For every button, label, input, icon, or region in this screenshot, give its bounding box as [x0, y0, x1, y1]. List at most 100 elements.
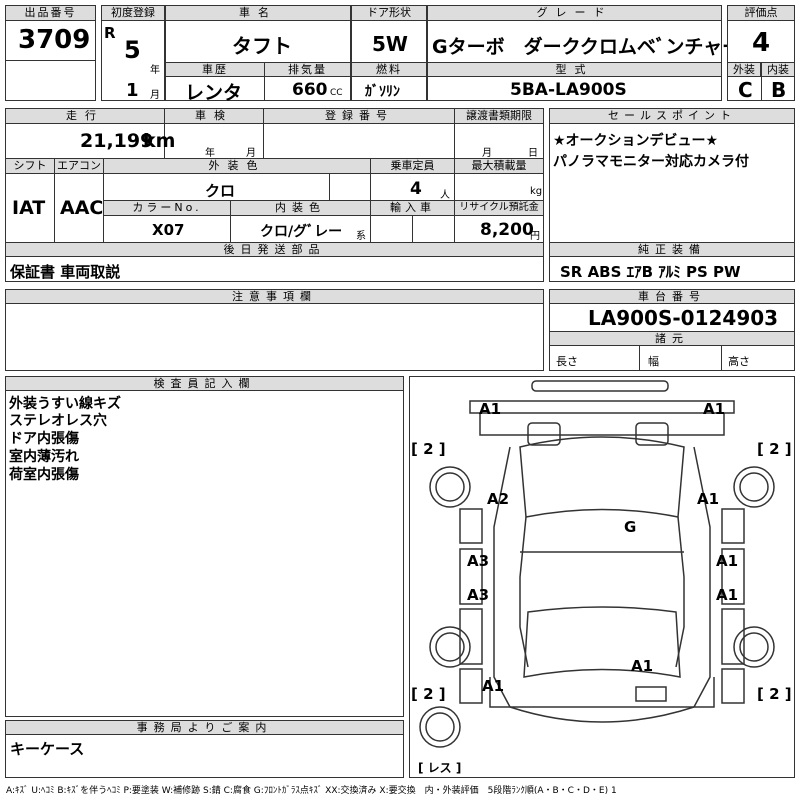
history-label: 車歴	[165, 62, 265, 77]
first-reg-box	[101, 5, 165, 101]
ac-label: エアコン	[54, 158, 104, 174]
mark-rear-roof: A1	[631, 657, 654, 675]
recycle-fee: 8,200	[480, 220, 534, 240]
interior-label: 内装色	[230, 200, 371, 216]
spec-label: 諸元	[549, 331, 795, 346]
mark-tire-fl: [ 2 ]	[411, 440, 446, 458]
door-type: 5W	[372, 32, 408, 56]
equipment: SR ABS ｴｱB ｱﾙﾐ PS PW	[560, 263, 741, 281]
mark-right-front-door: A1	[716, 552, 739, 570]
inspector-box	[5, 376, 404, 717]
capacity: 4	[410, 179, 422, 199]
lot-box	[5, 5, 96, 101]
reg-number-label: 登録番号	[263, 108, 455, 124]
exterior-grade: C	[738, 78, 753, 102]
door-box	[351, 5, 427, 101]
spec-length: 長さ	[556, 355, 578, 368]
year-unit: 年	[150, 65, 160, 76]
fuel: ｶﾞｿﾘﾝ	[365, 84, 400, 100]
capacity-unit: 人	[440, 190, 450, 201]
mark-tire-rl: [ 2 ]	[411, 685, 446, 703]
ext-label: 外装	[727, 62, 761, 77]
capacity-label: 乗車定員	[370, 158, 455, 174]
spec-height: 高さ	[728, 355, 750, 368]
fuel-label: 燃料	[351, 62, 427, 77]
inspector-note-4: 室内薄汚れ	[9, 449, 79, 465]
lot-label: 出品番号	[5, 5, 96, 21]
later-parts: 保証書 車両取説	[10, 263, 121, 281]
recycle-label: リサイクル預託金	[454, 200, 544, 216]
interior-unit: 系	[356, 231, 366, 242]
insp-month-unit: 月	[246, 148, 256, 159]
mileage-unit: km	[143, 130, 176, 152]
insp-year-unit: 年	[205, 148, 215, 159]
displacement: 660	[292, 80, 328, 100]
mark-tire-fr: [ 2 ]	[757, 440, 792, 458]
import-label: 輸入車	[370, 200, 455, 216]
first-reg-label: 初度登録	[101, 5, 165, 21]
grade: Gターボ ダーククロムベﾞンチャー	[432, 36, 742, 58]
mark-spare-tire: [ レス ]	[418, 761, 462, 775]
grade-box	[427, 5, 722, 101]
month-unit: 月	[150, 90, 160, 101]
lot-number: 3709	[18, 25, 91, 55]
transfer-label: 譲渡書類期限	[454, 108, 544, 124]
transfer-month-unit: 月	[482, 148, 492, 159]
mark-front-right: A1	[703, 400, 726, 418]
mark-left-rear-door: A3	[467, 586, 490, 604]
score-label: 評価点	[727, 5, 795, 21]
car-diagram	[409, 376, 795, 778]
sales-line-1: ★オークションデビュー★	[553, 133, 719, 149]
sales-line-2: パノラマモニター対応カメラ付	[553, 154, 749, 170]
inspector-label: 検査員記入欄	[5, 376, 404, 391]
reg-year: 5	[124, 36, 141, 64]
reg-month: 1	[126, 80, 139, 101]
name-box	[165, 5, 351, 101]
inspection-label: 車検	[164, 108, 264, 124]
car-name: タフト	[232, 34, 292, 58]
mark-right-fender: A1	[697, 490, 720, 508]
era: R	[104, 24, 116, 42]
ac: AAC	[60, 197, 104, 219]
color-label: 外装色	[103, 158, 371, 174]
mark-right-rear-door: A1	[716, 586, 739, 604]
load-label: 最大積載量	[454, 158, 544, 174]
colorno-label: カラーNo.	[103, 200, 231, 216]
model: 5BA-LA900S	[510, 80, 627, 100]
mark-front-left: A1	[479, 400, 502, 418]
car-outline	[419, 380, 775, 748]
legend: A:ｷｽﾞ U:ﾍｺﾐ B:ｷｽﾞを伴うﾍｺﾐ P:要塗装 W:補修跡 S:錆 …	[6, 786, 617, 796]
chassis-number: LA900S-0124903	[588, 306, 779, 330]
name-label: 車名	[165, 5, 351, 21]
exterior-color: クロ	[205, 182, 236, 200]
office-label: 事務局よりご案内	[5, 720, 404, 735]
inspector-note-2: ステレオレス穴	[9, 413, 107, 429]
mark-left-front-door: A3	[467, 552, 490, 570]
cc-label: 排気量	[264, 62, 351, 77]
sales-label: セールスポイント	[549, 108, 795, 124]
model-label: 型式	[427, 62, 722, 77]
mileage: 21,199	[80, 130, 154, 152]
shift: IAT	[12, 197, 46, 219]
equipment-label: 純正装備	[549, 242, 795, 257]
cc-unit: CC	[330, 88, 343, 98]
int-label: 内装	[761, 62, 795, 77]
interior-color: クロ/グﾞレー	[260, 224, 343, 240]
inspector-note-3: ドア内張傷	[9, 431, 79, 447]
mark-rear-left: A1	[482, 677, 505, 695]
mileage-label: 走行	[5, 108, 165, 124]
office-note: キーケース	[10, 740, 85, 758]
grade-label: グレード	[427, 5, 722, 21]
mark-glass: G	[624, 518, 637, 536]
spec-width: 幅	[648, 355, 659, 368]
shift-label: シフト	[5, 158, 55, 174]
chassis-label: 車台番号	[549, 289, 795, 304]
inspector-note-5: 荷室内張傷	[9, 467, 79, 483]
mark-tire-rr: [ 2 ]	[757, 685, 792, 703]
later-parts-label: 後日発送部品	[5, 242, 544, 257]
color-number: X07	[152, 221, 185, 239]
mark-left-fender: A2	[487, 490, 510, 508]
history: レンタ	[185, 82, 243, 104]
door-label: ドア形状	[351, 5, 427, 21]
notes-label: 注意事項欄	[5, 289, 544, 304]
